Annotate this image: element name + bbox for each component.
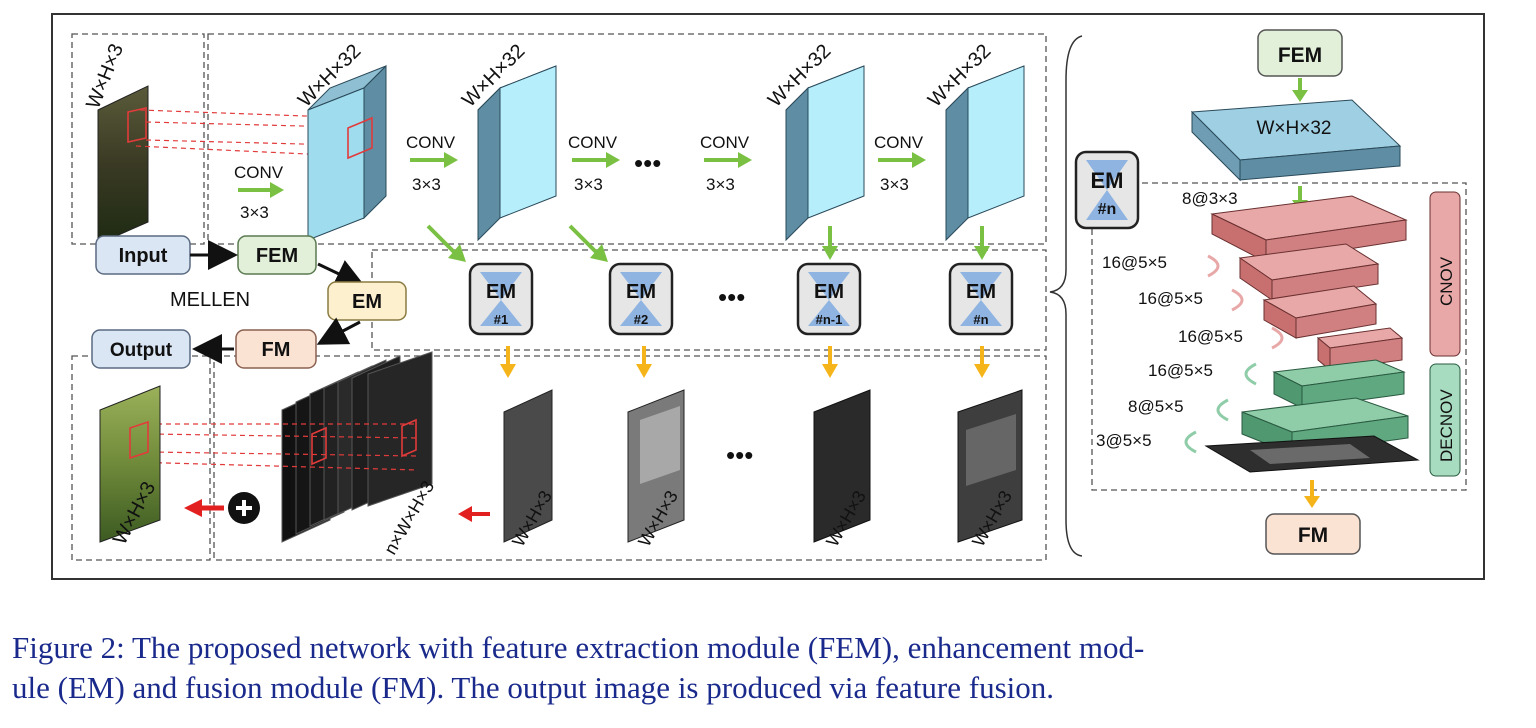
- conv-kernel-label: 3×3: [706, 175, 735, 194]
- conv-label: CONV: [874, 133, 924, 152]
- detail-curved-arrows: [1184, 254, 1284, 454]
- detail-fem-box: [1257, 29, 1343, 77]
- conv-label: CONV: [700, 133, 750, 152]
- em-module-index: #2: [634, 312, 648, 327]
- detail-fm-label: FM: [1298, 524, 1328, 547]
- em-module-title: EM: [814, 281, 844, 303]
- fusion-operator: [184, 492, 260, 524]
- conv-kernel-label: 3×3: [880, 175, 909, 194]
- output-projection-lines: [129, 423, 419, 471]
- conv-step-1: CONV 3×3: [234, 163, 284, 222]
- enhanced-image-n: W×H×3: [957, 389, 1023, 550]
- detail-fm-box: [1265, 513, 1361, 555]
- em-module-title: EM: [626, 281, 656, 303]
- fem-label: FEM: [256, 245, 298, 267]
- em-module-index: #n: [973, 312, 988, 327]
- feature-to-em-arrows: [426, 224, 990, 262]
- conv-label: CONV: [234, 163, 284, 182]
- conv-label: CONV: [406, 133, 456, 152]
- enhanced-image-1: W×H×3: [503, 389, 556, 550]
- conv-kernel-label: 3×3: [412, 175, 441, 194]
- em-label: EM: [352, 291, 382, 313]
- em-module-index: #n-1: [816, 312, 843, 327]
- decoder-layer-label: 16@5×5: [1148, 361, 1213, 380]
- feature-volume-1: W×H×32: [294, 40, 387, 241]
- feature-volume-n-1: W×H×32: [764, 40, 865, 242]
- conv-kernel-label: 3×3: [240, 203, 269, 222]
- encoder-layer-label: 16@5×5: [1178, 327, 1243, 346]
- conv-label: CONV: [568, 133, 618, 152]
- em-to-image-arrows: [500, 346, 990, 378]
- conv-step-4: CONV 3×3: [700, 133, 752, 194]
- enhanced-image-n-1: W×H×3: [813, 389, 871, 550]
- em-module-2: EM #2: [608, 262, 674, 336]
- em-module-index: #1: [494, 312, 508, 327]
- detail-fem-label: FEM: [1278, 44, 1322, 67]
- fem-box: [237, 235, 317, 275]
- ellipsis-bottom: •••: [726, 440, 753, 470]
- conv-step-3: CONV 3×3: [568, 133, 620, 194]
- decnov-bar: [1429, 363, 1461, 477]
- detail-feature-dim-label: W×H×32: [1257, 118, 1332, 139]
- mellen-label: MELLEN: [170, 289, 250, 311]
- caption-line-1: Figure 2: The proposed network with feat…: [12, 630, 1145, 665]
- encoder-layer-label: 16@5×5: [1138, 289, 1203, 308]
- images-to-stack-arrow: [458, 506, 490, 522]
- em-module-title: EM: [966, 281, 996, 303]
- fm-label: FM: [262, 339, 291, 361]
- feature-volume-n: W×H×32: [924, 40, 1025, 242]
- em-module-n-1: EM #n-1: [796, 262, 862, 336]
- dashed-regions: [71, 33, 1467, 561]
- conv-kernel-label: 3×3: [574, 175, 603, 194]
- pipeline-summary: Input FEM MELLEN EM FM Output: [91, 235, 407, 369]
- conv-step-5: CONV 3×3: [874, 133, 926, 194]
- cnov-bar: [1429, 191, 1461, 357]
- network-diagram: W×H×3 W×H×32 W×H×32 W×H×32 W×H×32 CONV: [51, 13, 1485, 580]
- output-image: W×H×3: [99, 385, 161, 548]
- caption-line-2: ule (EM) and fusion module (FM). The out…: [12, 670, 1054, 705]
- detail-em-title: EM: [1091, 168, 1124, 193]
- em-module-1: EM #1: [468, 262, 534, 336]
- encoder-layer-label: 16@5×5: [1102, 253, 1167, 272]
- detail-em-index: #n: [1098, 201, 1117, 218]
- input-image: W×H×3: [82, 41, 149, 245]
- detail-em-icon: [1074, 150, 1140, 230]
- detail-brace: [1049, 35, 1083, 557]
- decnov-label: DECNOV: [1437, 389, 1456, 462]
- outer-frame: [51, 13, 1485, 580]
- conv-step-2: CONV 3×3: [406, 133, 458, 194]
- fm-box: [235, 329, 317, 369]
- em-module-title: EM: [486, 281, 516, 303]
- em-detail: FEM W×H×32 EM #n 8@3×3: [1074, 29, 1461, 555]
- figure-caption: Figure 2: The proposed network with feat…: [12, 628, 1524, 708]
- output-label: Output: [110, 340, 173, 361]
- ellipsis-top: •••: [634, 148, 661, 178]
- em-box: [327, 281, 407, 321]
- feature-volume-2: W×H×32: [458, 40, 557, 242]
- decoder-layer-label: 3@5×5: [1096, 431, 1152, 450]
- input-label: Input: [119, 245, 168, 267]
- detail-first-layer-label: 8@3×3: [1182, 189, 1238, 208]
- output-box: [91, 329, 191, 369]
- decoder-layer-label: 8@5×5: [1128, 397, 1184, 416]
- em-module-n: EM #n: [948, 262, 1014, 336]
- ellipsis-middle: •••: [718, 282, 745, 312]
- cnov-label: CNOV: [1437, 256, 1456, 306]
- enhanced-image-2: W×H×3: [627, 389, 685, 550]
